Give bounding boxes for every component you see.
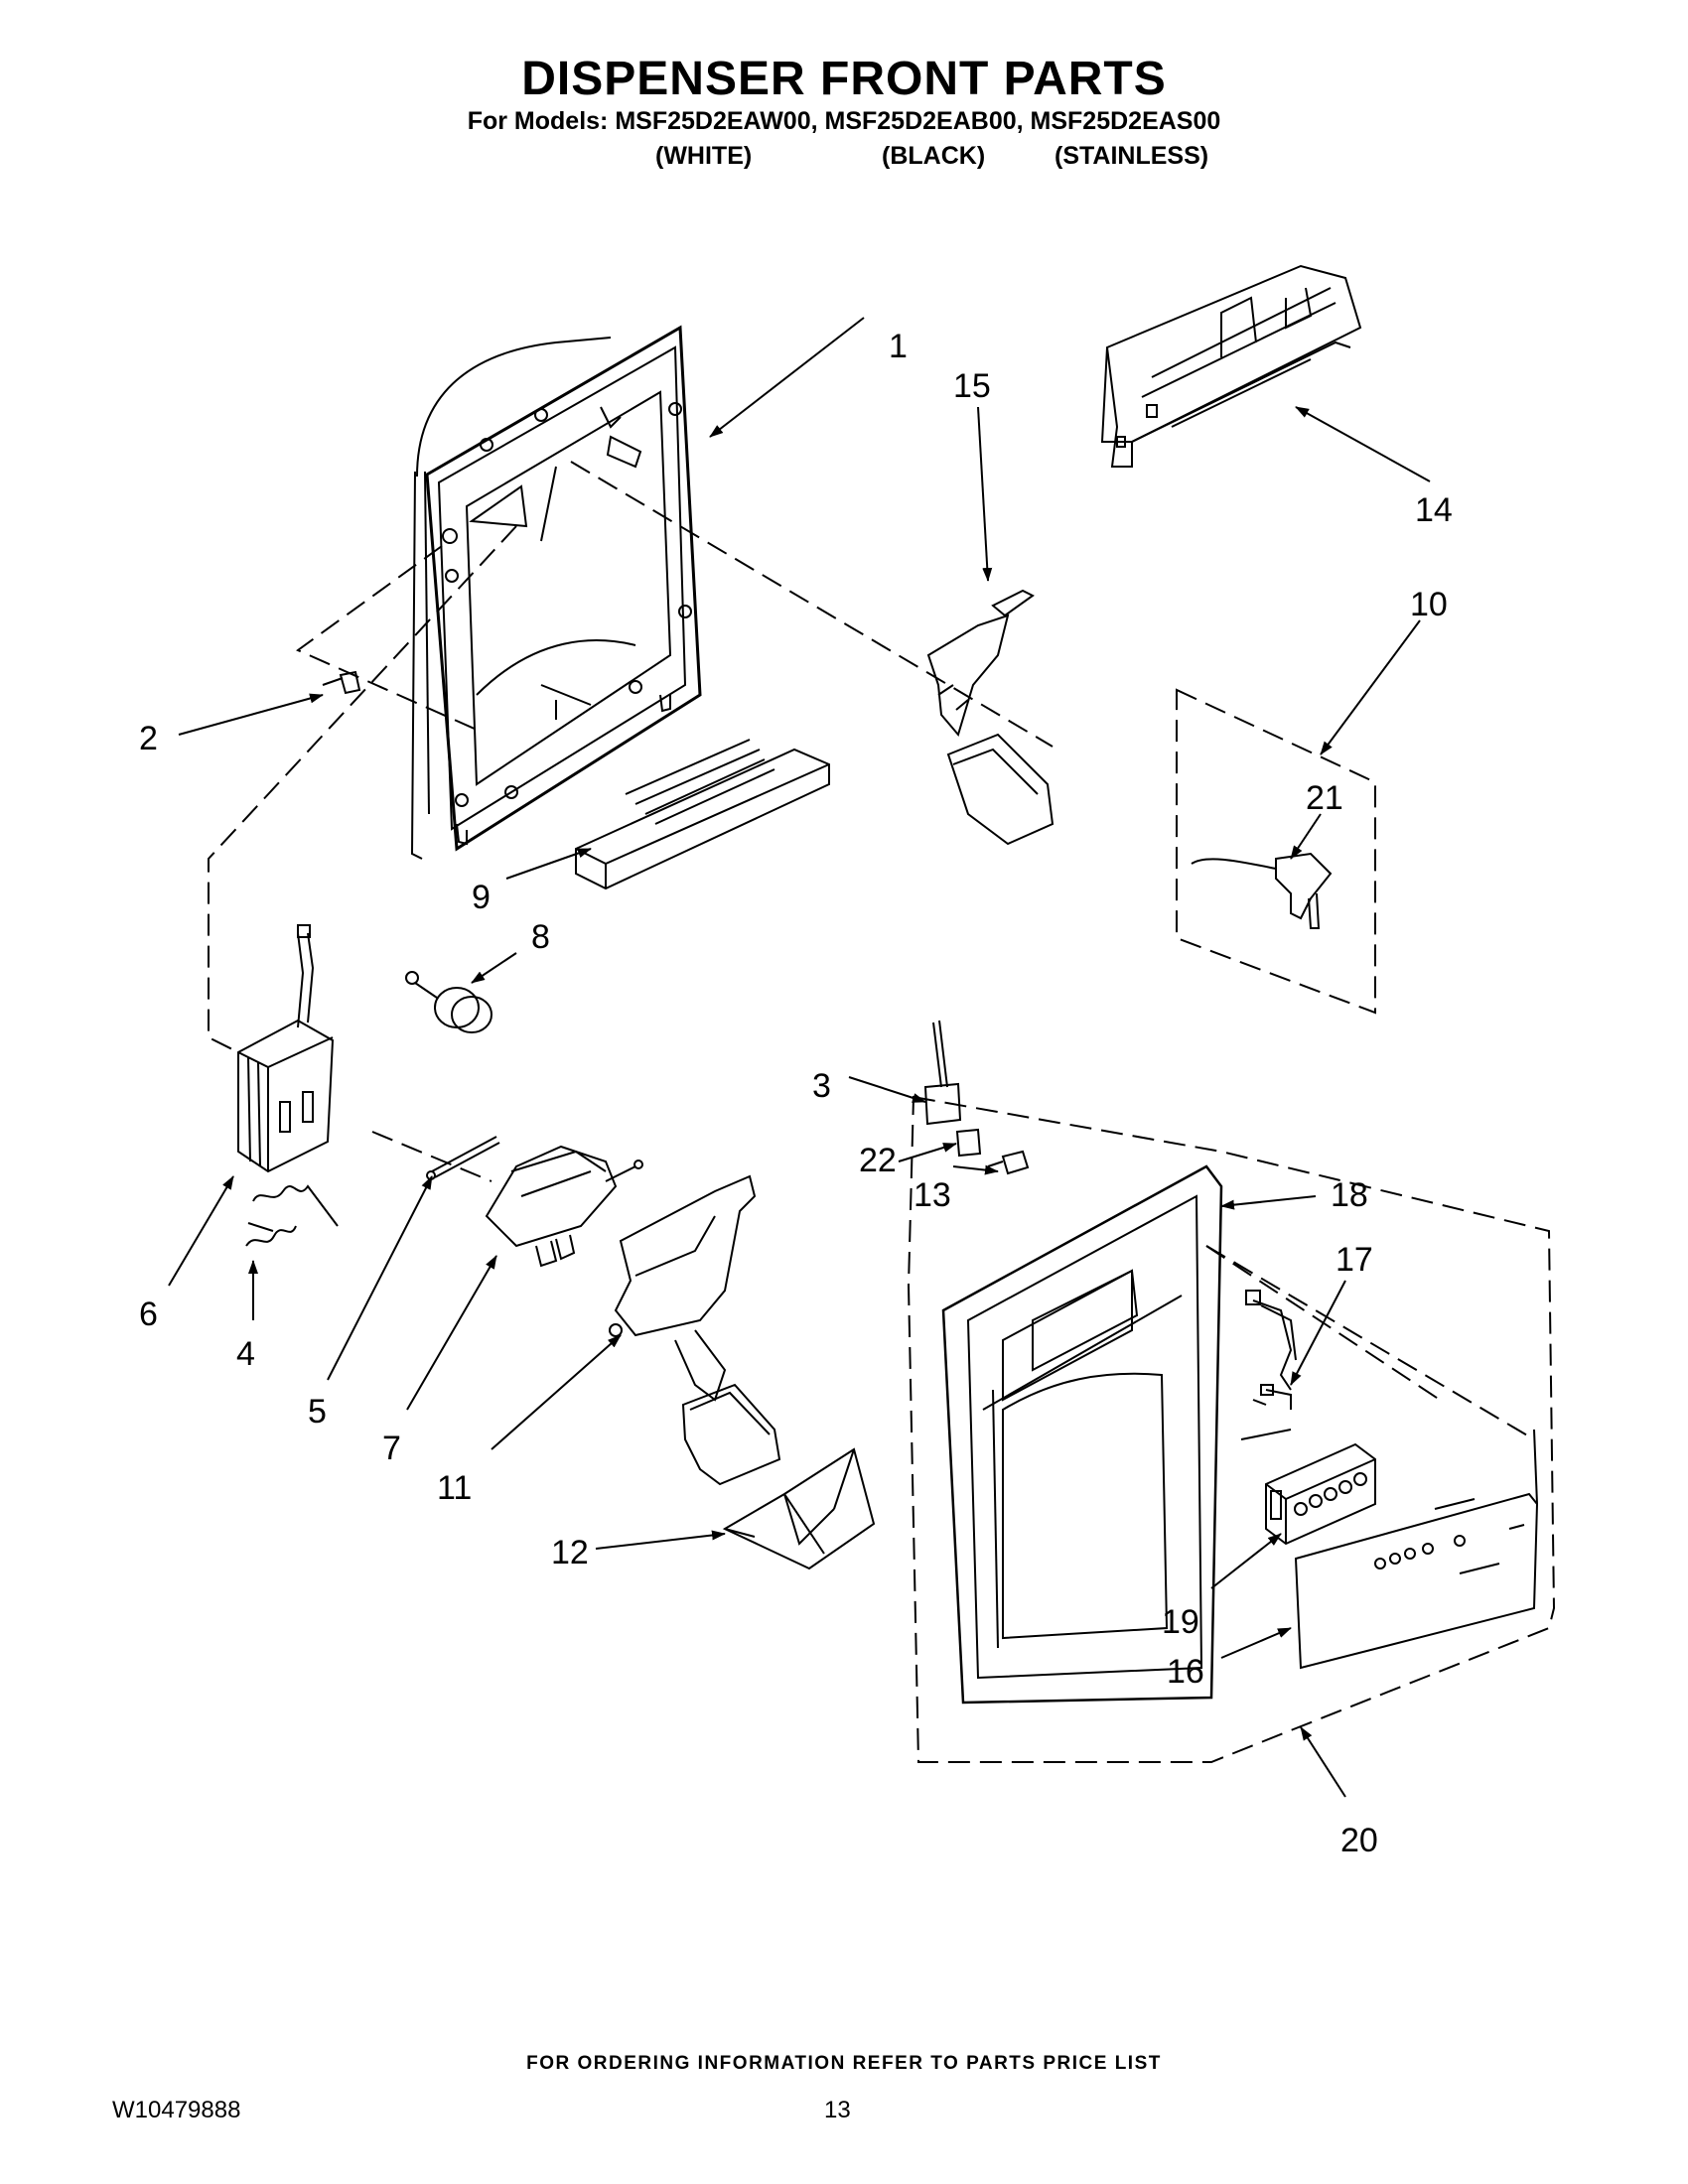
- leader-arrows: [168, 317, 1431, 1798]
- callout-1: 1: [889, 328, 908, 365]
- color-label-stainless: (STAINLESS): [1055, 142, 1209, 170]
- callout-3: 3: [812, 1067, 831, 1105]
- callout-9: 9: [472, 879, 491, 916]
- spring: [245, 1184, 339, 1247]
- callout-18: 18: [1331, 1176, 1368, 1214]
- actuator-bracket: [485, 1145, 643, 1268]
- water-lever: [926, 589, 1055, 846]
- page-title: DISPENSER FRONT PARTS: [521, 53, 1167, 105]
- ice-chute: [722, 1447, 876, 1570]
- callout-4: 4: [236, 1335, 255, 1373]
- callout-19: 19: [1162, 1603, 1199, 1641]
- callout-12: 12: [551, 1534, 589, 1571]
- callout-21: 21: [1306, 779, 1343, 817]
- dispenser-housing: [410, 325, 702, 860]
- callout-14: 14: [1415, 491, 1453, 529]
- dispenser-module: [237, 924, 335, 1173]
- callout-15: 15: [953, 367, 991, 405]
- insulator: [955, 1128, 982, 1158]
- drip-tray: [575, 739, 830, 890]
- wire-harness: [1191, 852, 1333, 929]
- assembly-lines: [208, 461, 1556, 1763]
- callout-10: 10: [1410, 586, 1448, 623]
- callout-13: 13: [914, 1176, 951, 1214]
- callout-2: 2: [139, 720, 158, 757]
- control-bracket: [1100, 264, 1362, 468]
- document-number: W10479888: [112, 2097, 241, 2123]
- callout-8: 8: [531, 918, 550, 956]
- color-label-white: (WHITE): [655, 142, 753, 170]
- page-number: 13: [824, 2097, 851, 2123]
- ordering-note: FOR ORDERING INFORMATION REFER TO PARTS …: [526, 2053, 1162, 2074]
- callout-22: 22: [859, 1142, 897, 1179]
- models-line: For Models: MSF25D2EAW00, MSF25D2EAB00, …: [467, 107, 1221, 135]
- dispenser-front-panel: [941, 1164, 1223, 1705]
- callout-7: 7: [382, 1430, 401, 1467]
- control-board: [1265, 1442, 1376, 1546]
- callout-20: 20: [1340, 1822, 1378, 1859]
- callout-16: 16: [1167, 1653, 1204, 1691]
- callout-11: 11: [437, 1469, 472, 1507]
- color-label-black: (BLACK): [882, 142, 986, 170]
- callout-17: 17: [1336, 1241, 1373, 1279]
- callout-6: 6: [139, 1296, 158, 1333]
- callout-5: 5: [308, 1393, 327, 1431]
- micro-switch: [923, 1020, 962, 1126]
- solenoid: [405, 971, 492, 1033]
- control-overlay: [1294, 1429, 1539, 1670]
- ice-lever: [609, 1174, 781, 1486]
- wire-harness-17: [1240, 1290, 1297, 1440]
